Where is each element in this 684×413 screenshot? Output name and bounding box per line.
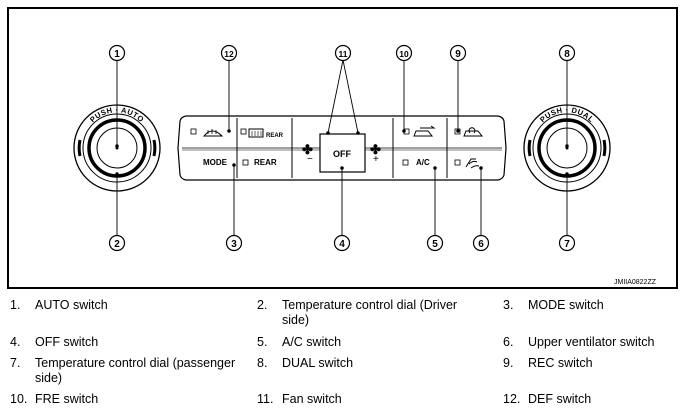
svg-text:3: 3 (231, 239, 237, 250)
rear-switch[interactable]: REAR (242, 158, 277, 167)
svg-text:12: 12 (224, 49, 234, 59)
svg-text:1: 1 (114, 49, 120, 60)
callout-6: 6 (472, 234, 490, 252)
legend-number: 11. (257, 392, 274, 406)
rec-switch[interactable] (454, 127, 484, 137)
legend-number: 9. (503, 356, 514, 370)
control-panel-diagram: PUSH · AUTO PUSH · DUAL (7, 7, 678, 289)
callout-3: 3 (225, 234, 243, 252)
legend-text: DEF switch (528, 392, 592, 406)
rear-label: REAR (254, 158, 277, 167)
ac-label: A/C (416, 158, 430, 167)
fresh-air-icon (413, 125, 436, 137)
legend-text: Temperature control dial (passenger side… (35, 356, 236, 385)
legend-text: Fan switch (282, 392, 342, 406)
callout-4: 4 (333, 234, 351, 252)
figure-code: JMIIA0822ZZ (614, 279, 657, 286)
rear-defrost-icon (248, 128, 264, 138)
callout-10: 10 (395, 44, 413, 62)
legend-text: REC switch (528, 356, 593, 370)
left-temperature-dial: PUSH · AUTO (73, 104, 161, 192)
fan-switch[interactable]: ✤ − ✤ + (302, 142, 381, 165)
legend-number: 7. (10, 356, 21, 370)
off-switch[interactable]: OFF (319, 133, 366, 173)
callout-12: 12 (220, 44, 238, 62)
legend-number: 1. (10, 298, 21, 312)
def-switch[interactable] (190, 128, 224, 137)
defrost-icon (202, 130, 224, 137)
legend-number: 6. (503, 335, 514, 349)
callout-8: 8 (558, 44, 576, 62)
rear-defroster-switch[interactable]: REAR (240, 128, 284, 139)
legend-text: Upper ventilator switch (528, 335, 655, 349)
off-label: OFF (333, 149, 351, 159)
legend-text: FRE switch (35, 392, 99, 406)
leader-lines (115, 59, 569, 236)
callout-11: 11 (334, 44, 352, 62)
mode-switch[interactable]: MODE (203, 158, 228, 167)
callout-9: 9 (449, 44, 467, 62)
legend-number: 12. (503, 392, 521, 406)
callout-5: 5 (426, 234, 444, 252)
legend-text: DUAL switch (282, 356, 354, 370)
ac-switch[interactable]: A/C (402, 158, 430, 167)
callouts: 1 2 3 4 5 6 7 8 9 10 11 12 (108, 44, 576, 252)
fan-high-icon: ✤ (370, 142, 381, 157)
legend-number: 2. (257, 298, 268, 312)
legend-text: OFF switch (35, 335, 99, 349)
rear-small-label: REAR (266, 133, 284, 139)
svg-text:5: 5 (432, 239, 438, 250)
right-temperature-dial: PUSH · DUAL (523, 104, 611, 192)
callout-7: 7 (558, 234, 576, 252)
fan-plus-label: + (373, 154, 379, 165)
legend-number: 8. (257, 356, 268, 370)
upper-ventilator-switch[interactable] (454, 158, 480, 169)
upper-vent-icon (465, 158, 480, 169)
svg-text:4: 4 (339, 239, 345, 250)
fan-low-icon: ✤ (302, 142, 313, 157)
legend-text: AUTO switch (35, 298, 108, 312)
callout-2: 2 (108, 234, 126, 252)
svg-text:11: 11 (339, 49, 348, 59)
fre-switch[interactable] (403, 125, 436, 137)
svg-text:8: 8 (564, 49, 570, 60)
callout-1: 1 (108, 44, 126, 62)
svg-text:9: 9 (455, 49, 461, 60)
center-switch-panel: REAR MODE REAR ✤ − ✤ + OFF (177, 115, 507, 181)
recirculation-icon (463, 127, 484, 137)
legend-text: MODE switch (528, 298, 604, 312)
fan-minus-label: − (307, 154, 313, 165)
legend: 1. AUTO switch 2. Temperature control dial… (0, 294, 684, 413)
legend-text: Temperature control dial (Driver side) (282, 298, 458, 327)
svg-text:7: 7 (564, 239, 570, 250)
legend-text: A/C switch (282, 335, 342, 349)
svg-text:6: 6 (478, 239, 484, 250)
svg-text:10: 10 (399, 49, 409, 59)
legend-number: 10. (10, 392, 28, 406)
legend-number: 5. (257, 335, 268, 349)
legend-number: 3. (503, 298, 514, 312)
svg-text:2: 2 (114, 239, 120, 250)
diagram-frame (7, 7, 678, 289)
legend-number: 4. (10, 335, 21, 349)
